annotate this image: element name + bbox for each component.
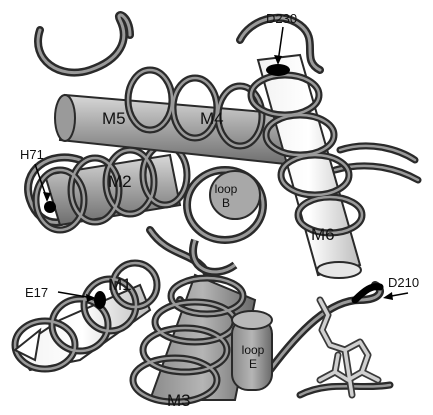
- label-loop-b-line1: loop: [215, 182, 238, 196]
- label-m5: M5: [102, 109, 126, 128]
- helix-m5-m4: [55, 70, 300, 165]
- label-d230: D230: [266, 11, 297, 26]
- arrowhead-h71: [43, 192, 51, 202]
- label-loop-e-line2: E: [249, 357, 257, 371]
- label-loop-b-line2: B: [222, 196, 230, 210]
- helix-m6: [251, 55, 362, 278]
- label-m4: M4: [200, 109, 224, 128]
- label-e17: E17: [25, 285, 48, 300]
- residue-e17-marker: [94, 291, 106, 309]
- label-loop-e-line1: loop: [242, 343, 265, 357]
- ligand-molecule: [320, 300, 378, 395]
- residue-h71-marker: [44, 201, 56, 213]
- arrowhead-d210: [383, 292, 393, 300]
- residue-d230-marker: [266, 64, 290, 76]
- label-m2: M2: [108, 172, 132, 191]
- helix-m1: [15, 263, 157, 370]
- label-h71: H71: [20, 147, 44, 162]
- label-d210: D210: [388, 275, 419, 290]
- label-m1: M1: [108, 275, 132, 294]
- label-m6: M6: [311, 225, 335, 244]
- label-m3: M3: [167, 391, 191, 410]
- coil-top-left: [38, 15, 130, 73]
